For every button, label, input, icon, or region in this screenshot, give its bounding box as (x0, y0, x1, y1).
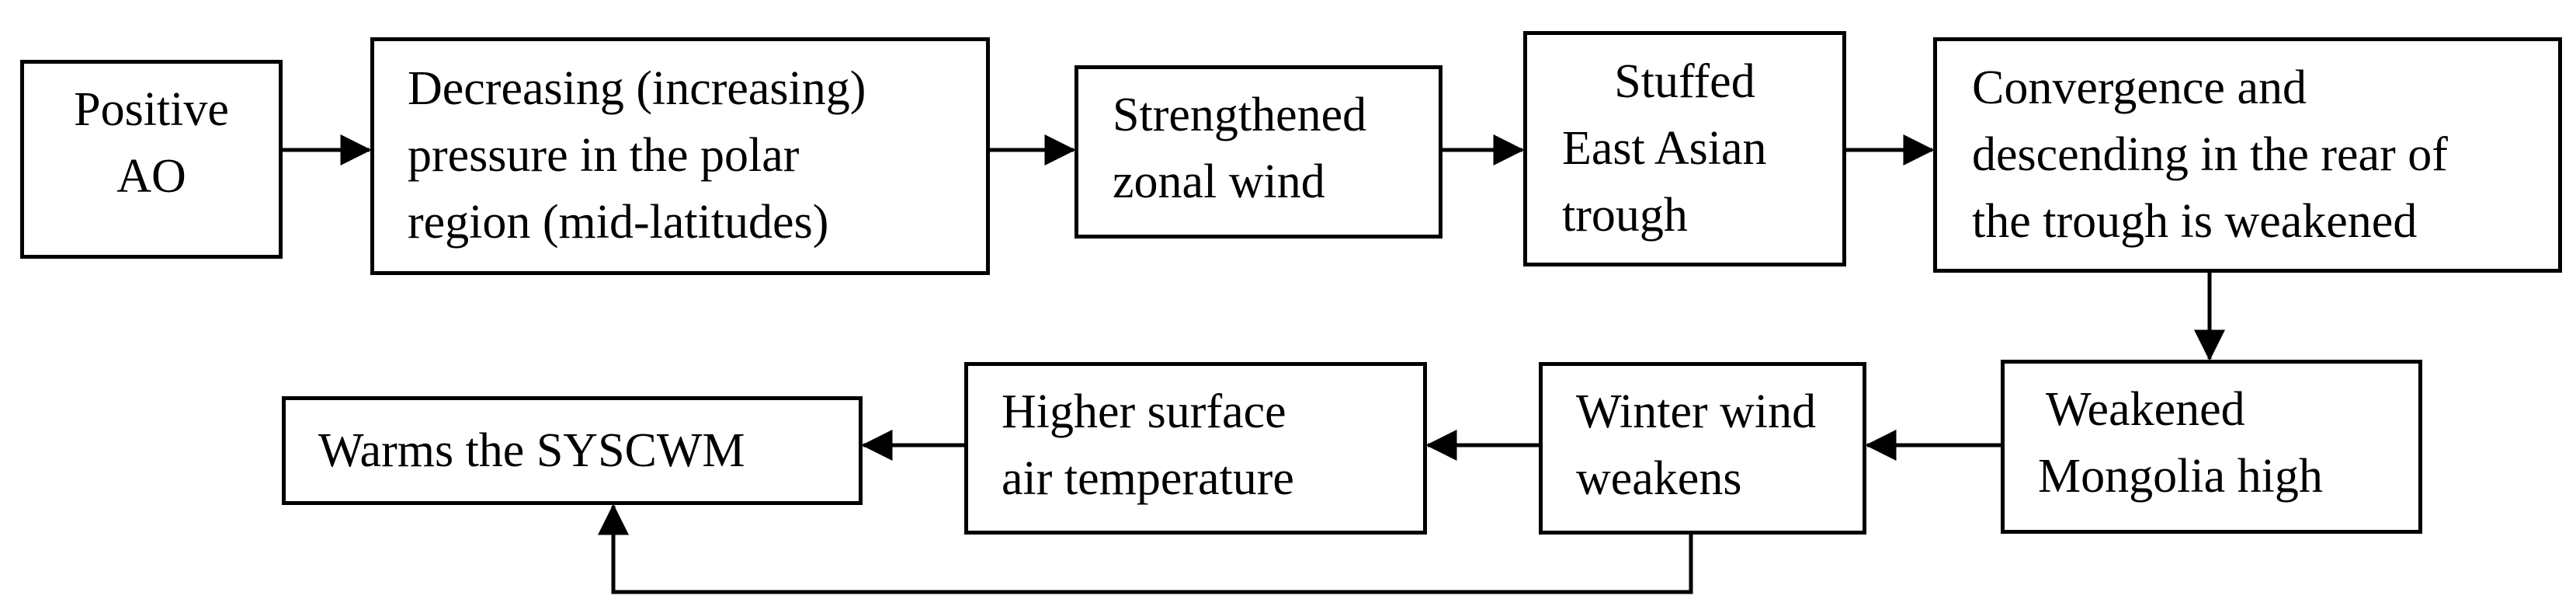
node-trough-line-3: trough (1562, 189, 1688, 242)
node-convergence-line-2: descending in the rear of (1972, 128, 2448, 181)
node-convergence-line-1: Convergence and (1972, 61, 2307, 114)
node-winter-wind-line-1: Winter wind (1576, 385, 1817, 438)
node-warms-line-1: Warms the SYSCWM (318, 424, 745, 477)
node-trough (1523, 31, 1846, 266)
node-surface-temp-line-2: air temperature (1002, 452, 1294, 505)
node-winter-wind (1539, 362, 1866, 535)
node-zonal-wind-line-1: Strengthened (1113, 89, 1367, 141)
node-trough-line-1: Stuffed (1614, 55, 1755, 108)
node-trough-line-2: East Asian (1562, 122, 1767, 175)
arrow-winter-wind-to-warms (598, 503, 1693, 594)
node-positive-ao-line-2: AO (116, 150, 186, 203)
node-pressure-line-2: pressure in the polar (408, 129, 800, 182)
node-zonal-wind (1074, 65, 1442, 239)
node-warms (282, 396, 863, 505)
node-surface-temp (964, 362, 1427, 535)
node-pressure (370, 37, 990, 275)
node-mongolia-high-line-2: Mongolia high (2038, 450, 2323, 503)
node-positive-ao-line-1: Positive (74, 83, 229, 136)
node-winter-wind-line-2: weakens (1576, 452, 1742, 505)
node-pressure-line-3: region (mid-latitudes) (408, 196, 829, 249)
node-positive-ao (20, 60, 283, 259)
node-pressure-line-1: Decreasing (increasing) (408, 62, 866, 115)
node-mongolia-high (2001, 360, 2422, 534)
node-convergence-line-3: the trough is weakened (1972, 195, 2418, 248)
node-mongolia-high-line-1: Weakened (2046, 383, 2245, 436)
node-zonal-wind-line-2: zonal wind (1113, 155, 1325, 208)
node-surface-temp-line-1: Higher surface (1002, 385, 1286, 438)
node-convergence (1933, 37, 2562, 273)
